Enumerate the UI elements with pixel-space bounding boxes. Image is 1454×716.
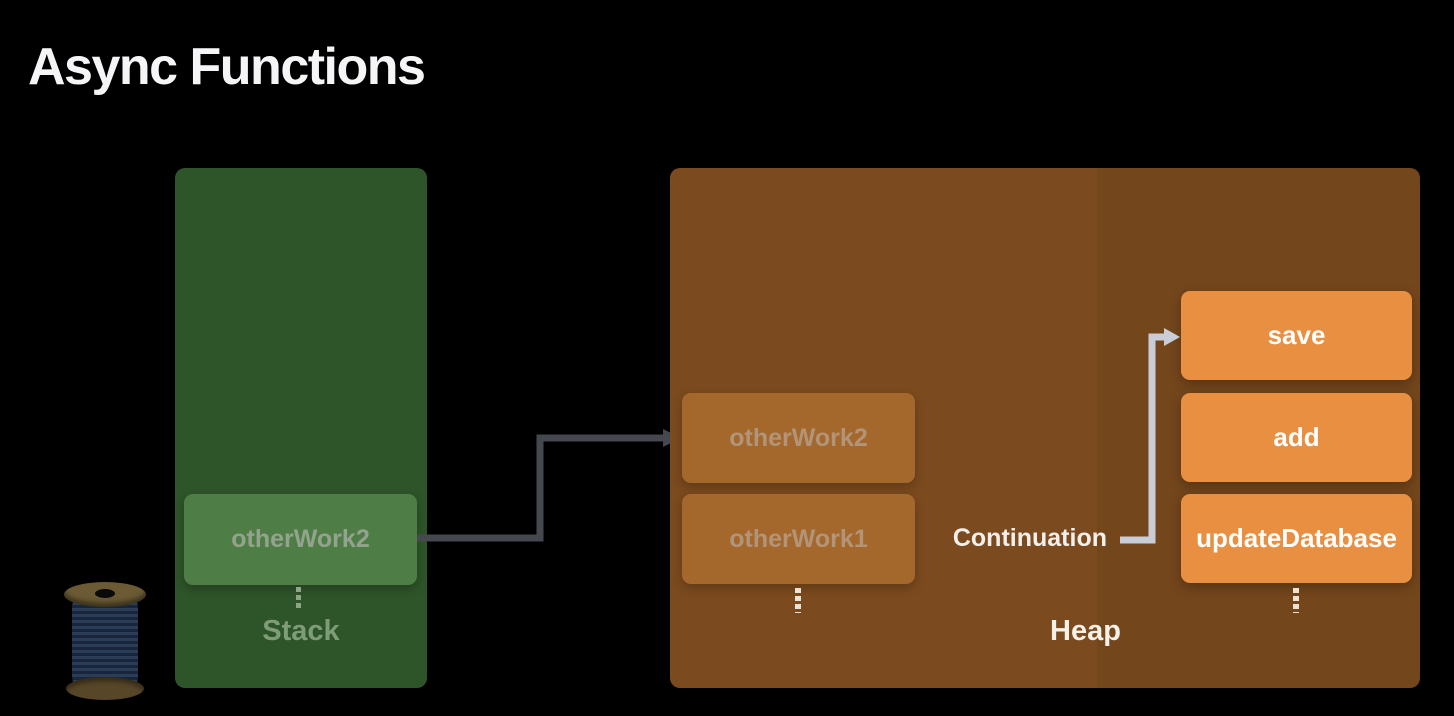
heap-ellipsis-dots [795,588,801,613]
heap-box-otherwork1: otherWork1 [682,494,915,584]
task-box-save: save [1181,291,1412,380]
spool-hole [95,589,115,598]
stack-ellipsis-dots [296,587,301,611]
task-box-label: add [1273,422,1320,452]
stack-frame-otherwork2: otherWork2 [184,494,417,585]
task-ellipsis-dots [1293,588,1299,613]
heap-region: otherWork2 otherWork1 Continuation save … [670,168,1420,688]
heap-box-otherwork2: otherWork2 [682,393,915,483]
heap-box-label: otherWork2 [729,423,868,452]
continuation-arrow [1120,328,1180,544]
stack-region-label: Stack [262,615,340,647]
task-box-label: save [1267,320,1326,350]
stack-to-heap-arrow [417,429,681,542]
page-title: Async Functions [28,37,426,96]
spool-thread-body [72,596,138,688]
thread-spool-icon [64,582,146,700]
task-box-add: add [1181,393,1412,482]
continuation-label: Continuation [952,524,1107,552]
task-box-label: updateDatabase [1196,523,1397,553]
stack-region: otherWork2 Stack [175,168,427,688]
spool-bottom-cap [66,677,144,700]
stack-frame-label: otherWork2 [231,525,370,553]
heap-region-label: Heap [1050,615,1121,647]
task-box-updatedatabase: updateDatabase [1181,494,1412,583]
heap-box-label: otherWork1 [729,524,868,553]
